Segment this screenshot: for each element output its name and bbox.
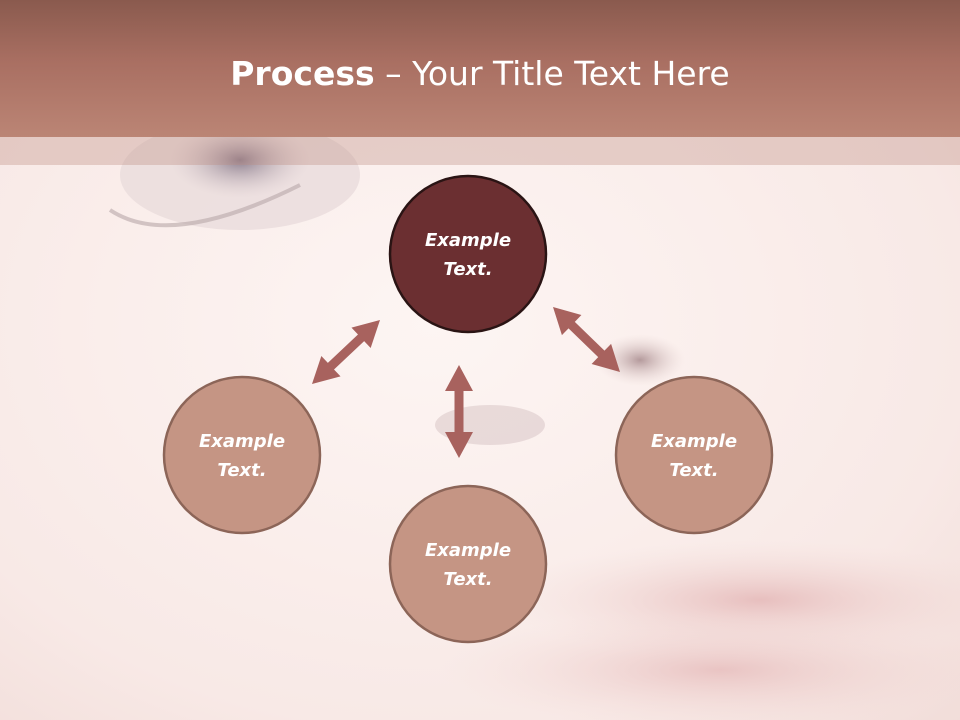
slide-title-rest: – Your Title Text Here bbox=[374, 54, 730, 93]
double-arrow-top-bottom bbox=[445, 365, 473, 458]
title-bar bbox=[0, 0, 960, 137]
nostril-shape bbox=[595, 334, 685, 386]
node-circle-left bbox=[162, 375, 322, 535]
node-circle-top bbox=[388, 174, 548, 334]
node-label-line1-right: Example bbox=[651, 431, 737, 452]
node-circle-right bbox=[614, 375, 774, 535]
slide-title-bold: Process bbox=[230, 54, 375, 93]
node-label-line1-top: Example bbox=[425, 230, 511, 251]
double-arrow-top-right bbox=[553, 307, 620, 373]
node-label-line2-left: Text. bbox=[217, 460, 266, 481]
double-arrow-top-left bbox=[312, 320, 380, 385]
node-label-line1-left: Example bbox=[199, 431, 285, 452]
node-circle-bottom bbox=[388, 484, 548, 644]
iris-shape bbox=[170, 122, 310, 198]
node-label-line2-right: Text. bbox=[669, 460, 718, 481]
node-label-line1-bottom: Example bbox=[425, 540, 511, 561]
lower-lip-shape bbox=[440, 610, 960, 720]
node-label-line2-top: Text. bbox=[443, 259, 492, 280]
node-label-line2-bottom: Text. bbox=[443, 569, 492, 590]
slide-title: Process – Your Title Text Here bbox=[0, 52, 960, 96]
title-bar-band bbox=[0, 137, 960, 165]
eyelash-line bbox=[108, 183, 301, 228]
